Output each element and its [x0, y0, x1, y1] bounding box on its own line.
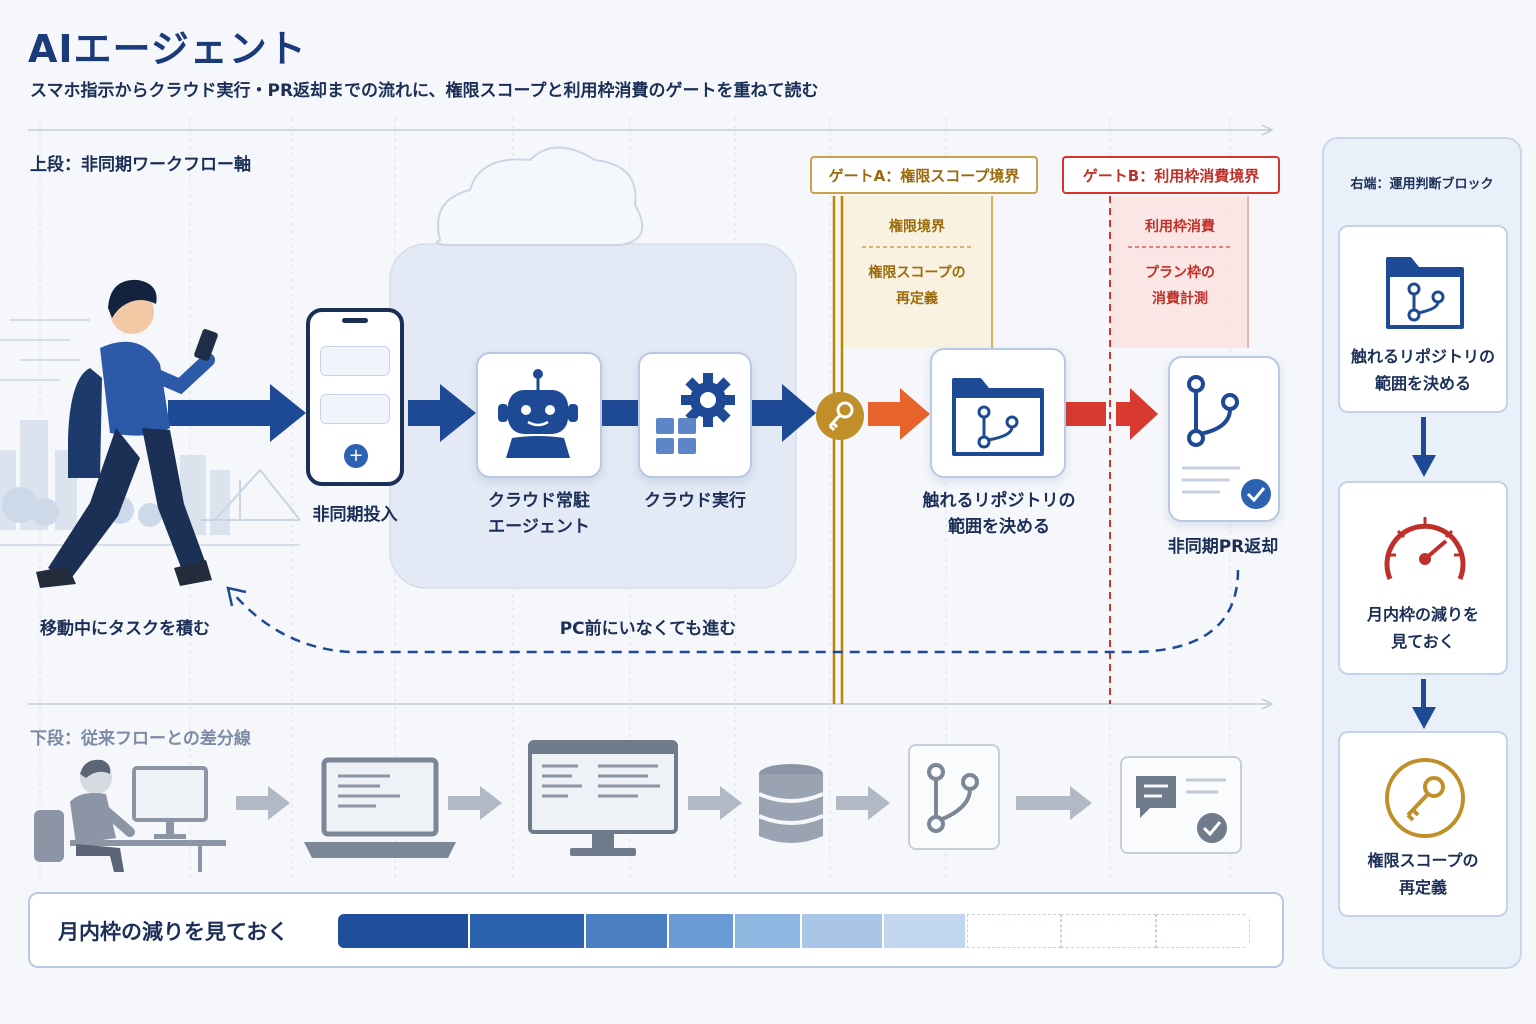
walking-person-icon	[36, 279, 218, 588]
quota-meter-segment	[735, 914, 800, 948]
decision-card-scope-label: 権限スコープの 再定義	[1367, 851, 1479, 897]
gear-icon	[656, 373, 735, 454]
quota-meter-panel: 月内枠の減りを見ておく	[28, 892, 1284, 968]
quota-meter-empty-segment	[1155, 914, 1250, 948]
gate-a-body: 権限スコープの 再定義	[868, 265, 966, 307]
key-icon	[816, 392, 864, 440]
lower-review-card	[1120, 756, 1242, 854]
phone-device: +	[306, 308, 404, 486]
quota-meter-segment	[470, 914, 585, 948]
quota-meter-empty-segment	[967, 914, 1062, 948]
decision-card-scope: 権限スコープの 再定義	[1338, 731, 1508, 917]
phone-label: 非同期投入	[312, 505, 398, 525]
exec-label: クラウド実行	[644, 491, 746, 511]
quota-meter-label: 月内枠の減りを見ておく	[58, 920, 289, 944]
walker-label: 移動中にタスクを積む	[40, 619, 210, 639]
monitor-icon	[528, 740, 678, 856]
decision-card-repo-label: 触れるリポジトリの 範囲を決める	[1350, 347, 1495, 393]
comment-check-icon	[1136, 776, 1227, 843]
decision-card-quota-label: 月内枠の減りを 見ておく	[1366, 605, 1479, 651]
return-path-label: PC前にいなくても進む	[559, 619, 737, 639]
pull-request-icon	[1182, 375, 1271, 509]
quota-meter-bar	[338, 914, 1250, 948]
quota-meter-empty-segment	[1061, 914, 1156, 948]
database-icon	[758, 764, 824, 843]
agent-label: クラウド常駐 エージェント	[488, 491, 590, 537]
gate-a-label: ゲートA：権限スコープ境界	[810, 156, 1038, 194]
decision-card-repo: 触れるリポジトリの 範囲を決める	[1338, 225, 1508, 413]
repo-folder-icon	[952, 378, 1044, 456]
quota-meter-segment	[338, 914, 469, 948]
gate-b-body: プラン枠の 消費計測	[1145, 265, 1215, 307]
flow-arrow-icon	[1412, 417, 1436, 477]
desk-worker-icon	[34, 759, 226, 872]
key-icon	[1385, 758, 1465, 838]
lower-branch-card	[908, 744, 1000, 850]
add-task-icon[interactable]: +	[344, 444, 368, 468]
pr-card	[1168, 356, 1280, 522]
flow-arrow-icon	[1412, 679, 1436, 729]
page-subtitle: スマホ指示からクラウド実行・PR返却までの流れに、権限スコープと利用枠消費のゲー…	[30, 81, 819, 101]
robot-icon	[498, 369, 578, 458]
upper-section-label: 上段：非同期ワークフロー軸	[30, 155, 251, 175]
lower-section-label: 下段：従来フローとの差分線	[30, 729, 251, 749]
pr-label: 非同期PR返却	[1167, 537, 1279, 557]
repo-card	[930, 348, 1066, 478]
quota-meter-segment	[586, 914, 668, 948]
quota-meter-segment	[801, 914, 883, 948]
exec-card	[638, 352, 752, 478]
branch-icon	[927, 763, 979, 833]
quota-meter-segment	[884, 914, 966, 948]
repo-label: 触れるリポジトリの 範囲を決める	[922, 491, 1076, 537]
gate-a-head: 権限境界	[889, 219, 945, 235]
decision-card-quota: 月内枠の減りを 見ておく	[1338, 481, 1508, 675]
decision-panel-title: 右端：運用判断ブロック	[1350, 177, 1494, 192]
decision-panel: 右端：運用判断ブロック 触れるリポジトリの 範囲を決める 月内枠の減りを 見てお…	[1322, 137, 1522, 969]
repo-folder-icon	[1386, 257, 1464, 329]
agent-card	[476, 352, 602, 478]
laptop-icon	[304, 757, 456, 858]
gate-b-label: ゲートB：利用枠消費境界	[1062, 156, 1280, 194]
quota-meter-segment	[669, 914, 734, 948]
page-title: AIエージェント	[28, 27, 307, 71]
speedometer-icon	[1384, 517, 1466, 580]
gate-b-head: 利用枠消費	[1145, 219, 1215, 235]
